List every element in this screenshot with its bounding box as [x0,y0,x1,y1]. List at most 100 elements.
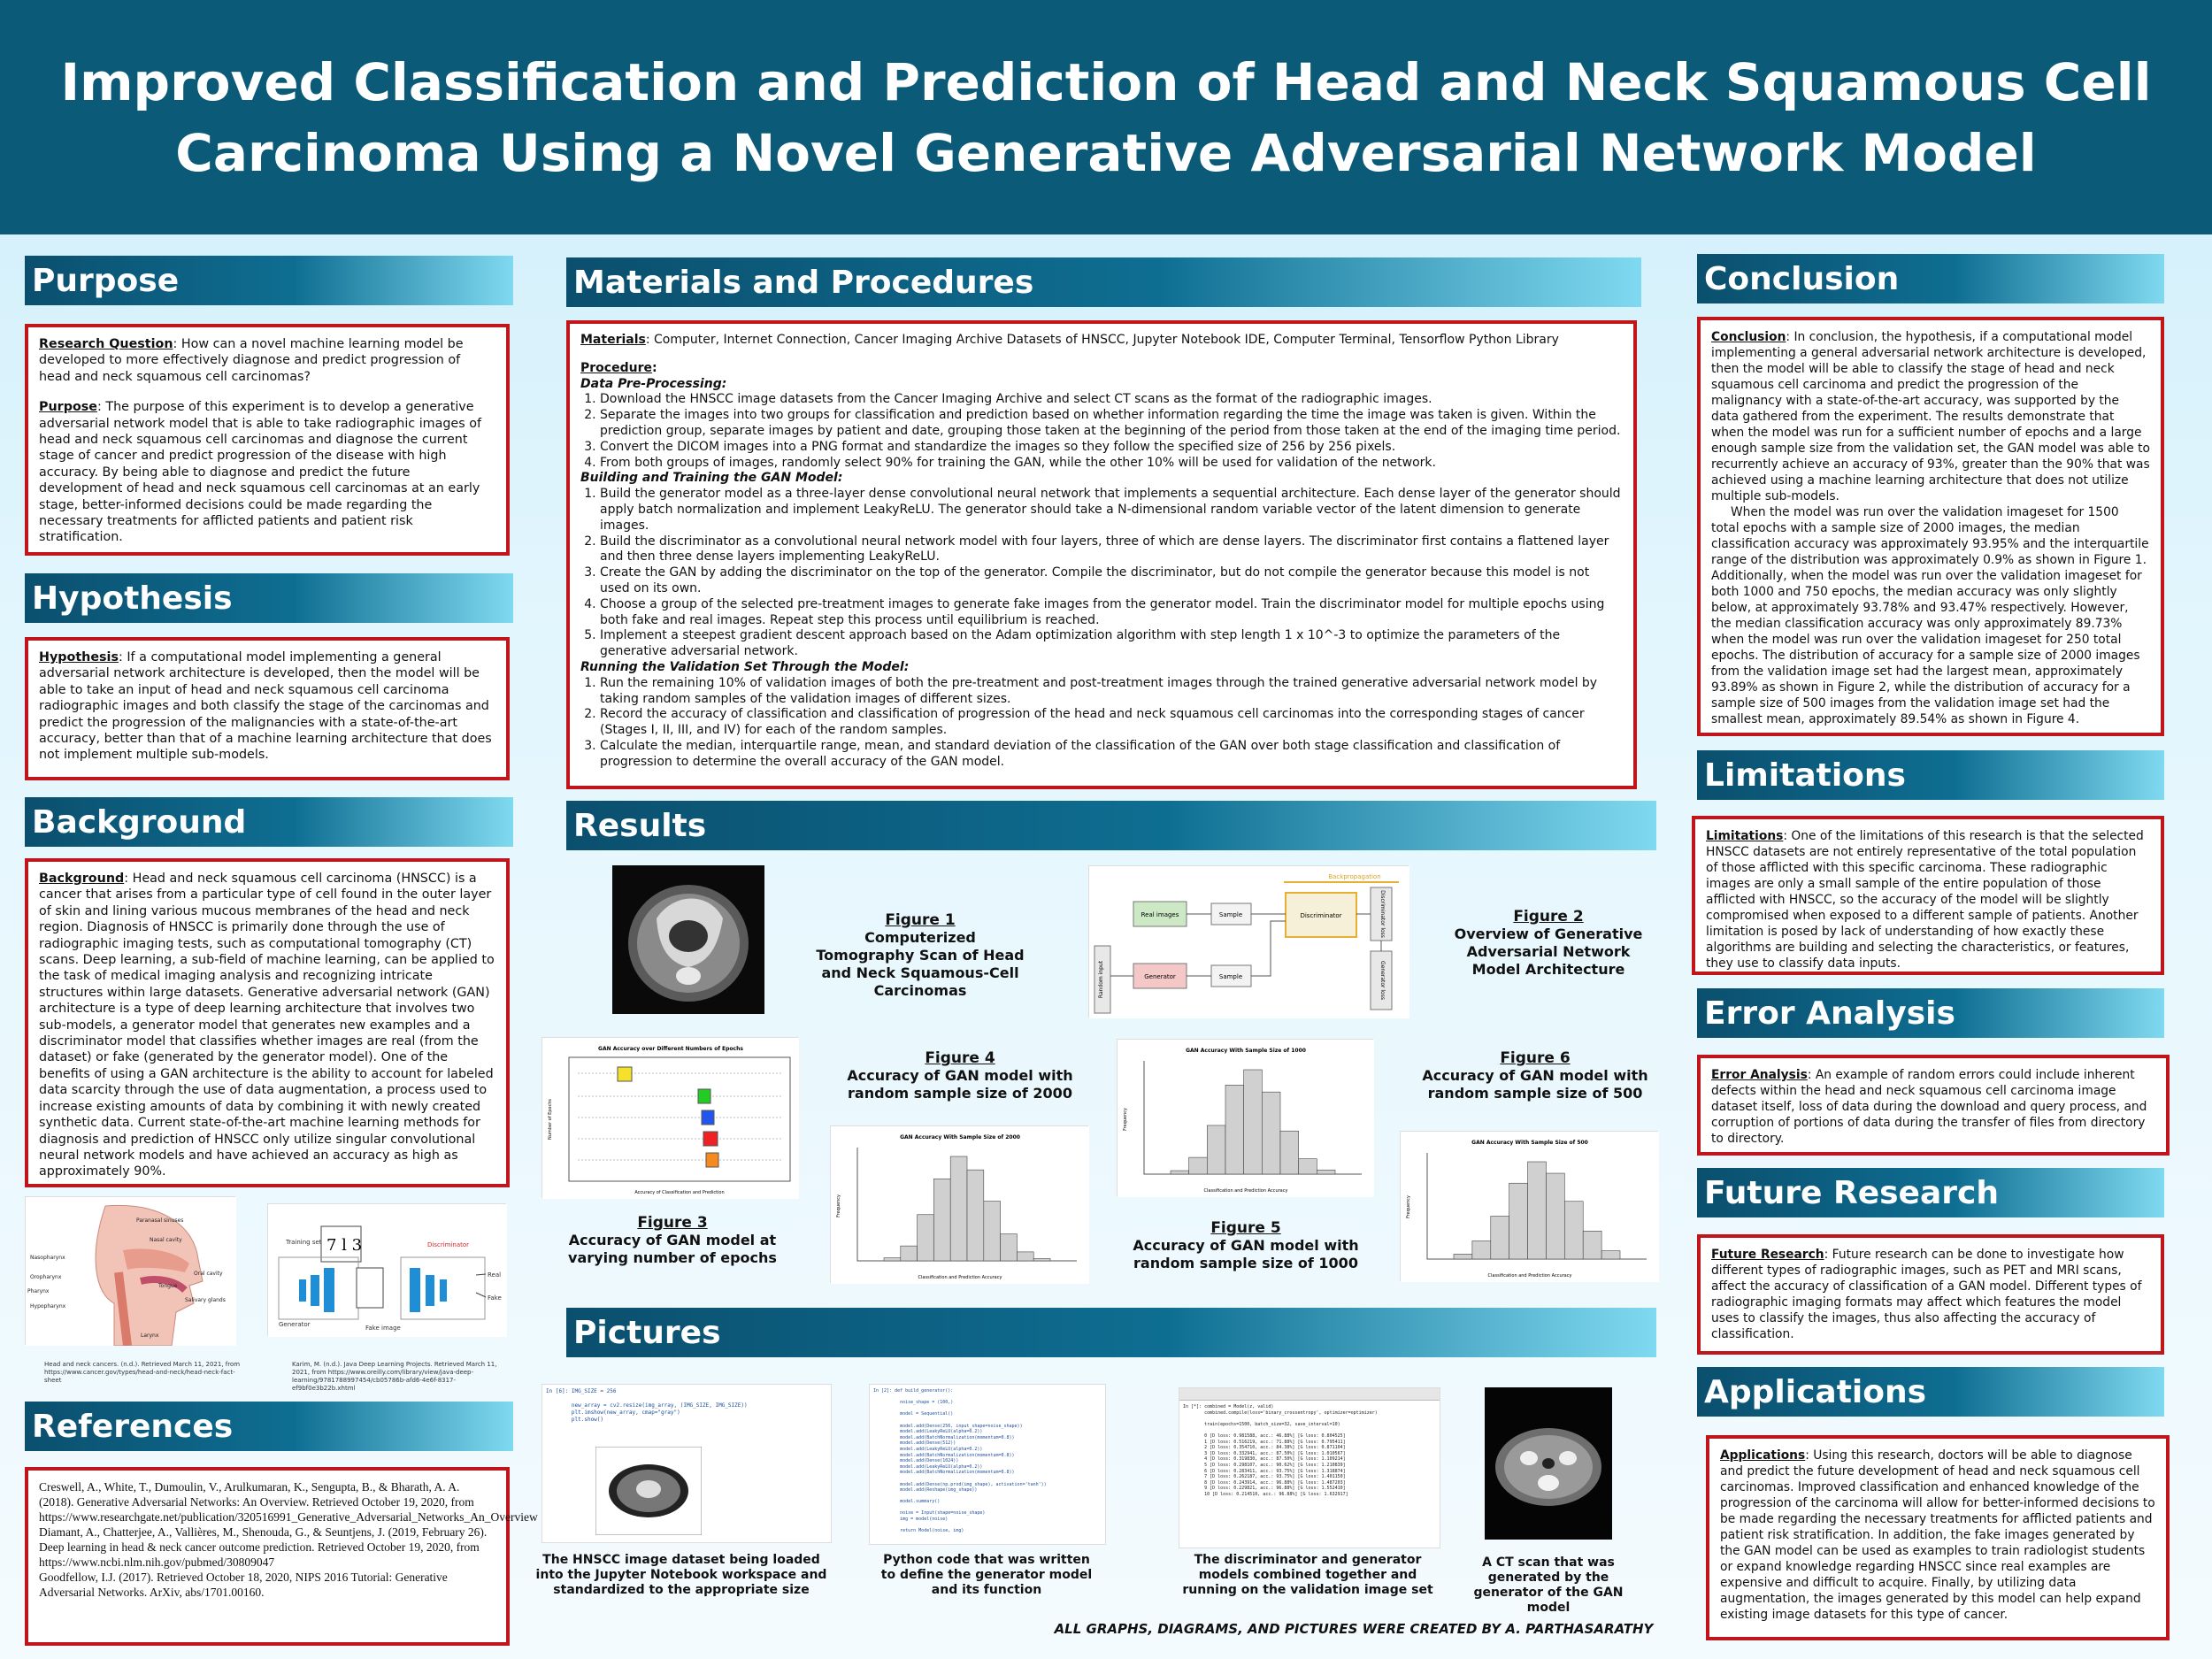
histogram-bar [1490,1216,1509,1260]
gan-label: Fake [488,1294,502,1302]
section-header-future-research: Future Research [1697,1168,2164,1217]
histogram-bar [917,1214,934,1262]
histogram-bar [966,1169,985,1262]
figure-3-text: Accuracy of GAN model at varying number … [568,1232,777,1266]
figure-1-ct-scan [612,865,764,1014]
histogram-bar [1017,1251,1034,1262]
section-header-conclusion: Conclusion [1697,254,2164,303]
figure-2-text: Overview of Generative Adversarial Netwo… [1454,926,1643,978]
section-header-materials: Materials and Procedures [566,257,1641,307]
picture-1-caption: The HNSCC image dataset being loaded int… [535,1553,827,1597]
subheading-building: Building and Training the GAN Model: [580,471,843,486]
histogram-bar [983,1201,1001,1262]
figure-6-caption: Figure 6 Accuracy of GAN model with rand… [1420,1049,1650,1102]
procedure-label: Procedure [580,360,652,375]
histogram-bar [1243,1069,1263,1175]
figure-4-caption: Figure 4 Accuracy of GAN model with rand… [845,1049,1075,1102]
footer-credit: ALL GRAPHS, DIAGRAMS, AND PICTURES WERE … [1054,1621,1654,1637]
limitations-label: Limitations [1706,829,1784,843]
histogram-bar [1000,1233,1018,1262]
figure-5-caption: Figure 5 Accuracy of GAN model with rand… [1131,1219,1361,1272]
materials-procedures-box: Materials: Computer, Internet Connection… [566,320,1637,789]
histogram-bar [949,1156,968,1262]
figure-3-number: Figure 3 [637,1214,708,1232]
section-header-results: Results [566,801,1656,850]
figure-1-text: Computerized Tomography Scan of Head and… [816,929,1025,999]
gan-label: Fake image [365,1325,401,1332]
section-header-pictures: Pictures [566,1308,1656,1357]
procedure-step: From both groups of images, randomly sel… [600,456,1623,472]
figure-5-text: Accuracy of GAN model with random sample… [1133,1237,1359,1271]
procedure-step: Create the GAN by adding the discriminat… [600,565,1623,597]
error-analysis-label: Error Analysis [1711,1068,1808,1082]
materials-label: Materials [580,333,646,347]
conclusion-label: Conclusion [1711,330,1786,344]
picture-3-code: In [*]: combined = Model(z, valid) combi… [1183,1404,1378,1497]
figure-3-ylabel: Number of Epochs [548,1099,553,1140]
figure-4-text: Accuracy of GAN model with random sample… [847,1067,1073,1102]
histogram-bar [1564,1201,1584,1260]
anatomy-label: Tongue [157,1283,178,1289]
section-header-background: Background [25,797,513,847]
limitations-box: Limitations: One of the limitations of t… [1692,816,2164,975]
background-box: Background: Head and neck squamous cell … [25,858,510,1187]
section-header-error-analysis: Error Analysis [1697,988,2164,1038]
histogram-bar [1262,1091,1281,1175]
gan-label: Discriminator [427,1241,469,1248]
future-research-box: Future Research: Future research can be … [1697,1234,2164,1355]
figure-5-number: Figure 5 [1210,1219,1281,1237]
diagram-label-sample-2: Sample [1219,973,1242,980]
figure-5-xlabel: Classification and Prediction Accuracy [1204,1188,1288,1194]
figure-6-text: Accuracy of GAN model with random sample… [1422,1067,1648,1102]
histogram-bar [1279,1130,1299,1175]
figure-5-histogram: GAN Accuracy With Sample Size of 1000 Cl… [1117,1039,1374,1197]
figure-1-number: Figure 1 [885,911,956,929]
applications-box: Applications: Using this research, docto… [1706,1435,2170,1640]
gan-label: Generator [279,1321,311,1328]
svg-text:7 l 3: 7 l 3 [326,1236,362,1255]
hypothesis-text: : If a computational model implementing … [39,650,492,763]
histogram-bar [1601,1250,1621,1260]
subheading-preprocessing: Data Pre-Processing: [580,376,727,391]
procedure-step: Implement a steepest gradient descent ap… [600,628,1623,660]
figure-2-number: Figure 2 [1513,908,1584,926]
anatomy-label: Larynx [141,1333,159,1339]
anatomy-label: Oropharynx [30,1274,62,1280]
purpose-text: : The purpose of this experiment is to d… [39,400,482,545]
research-question-label: Research Question [39,337,173,351]
diagram-label-sample: Sample [1219,911,1242,918]
histogram-bar [1298,1158,1317,1175]
figure-6-number: Figure 6 [1500,1049,1571,1067]
background-text: : Head and neck squamous cell carcinoma … [39,872,495,1179]
gan-concept-figure: Training set Discriminator Real Fake Gen… [267,1203,507,1337]
reference-item: Creswell, A., White, T., Dumoulin, V., A… [39,1480,538,1524]
histogram-bar [1033,1258,1051,1262]
figure-3-xlabel: Accuracy of Classification and Predictio… [634,1190,724,1195]
anatomy-label: Oral cavity [194,1271,223,1277]
research-question-text: : How can a novel machine learning model… [39,337,464,384]
anatomy-label: Salivary glands [185,1297,226,1303]
section-header-hypothesis: Hypothesis [25,573,513,623]
conclusion-text-2: When the model was run over the validati… [1711,505,2149,726]
diagram-label-random: Random input [1098,960,1104,998]
procedure-step: Calculate the median, interquartile rang… [600,739,1623,771]
histogram-bar [1509,1182,1528,1260]
figure-4-histogram: GAN Accuracy With Sample Size of 2000 Cl… [830,1125,1089,1284]
applications-label: Applications [1720,1448,1806,1463]
hypothesis-label: Hypothesis [39,650,119,664]
conclusion-box: Conclusion: In conclusion, the hypothesi… [1697,317,2164,736]
figure-6-histogram: GAN Accuracy With Sample Size of 500 Cla… [1400,1131,1659,1282]
figure-4-title: GAN Accuracy With Sample Size of 2000 [900,1134,1020,1141]
picture-1-code: In [6]: IMG_SIZE = 256 new_array = cv2.r… [546,1388,748,1423]
section-header-references: References [25,1402,513,1451]
diagram-label-disc-loss: Discriminator loss [1379,890,1386,938]
head-neck-anatomy-figure: Paranasal sinuses Nasal cavity Nasophary… [25,1196,236,1347]
error-analysis-text: : An example of random errors could incl… [1711,1068,2147,1146]
procedure-step: Build the discriminator as a convolution… [600,534,1623,566]
diagram-label-generator: Generator [1144,973,1176,980]
anatomy-label: Nasal cavity [150,1237,182,1243]
anatomy-label: Hypopharynx [30,1303,66,1310]
diagram-label-backprop: Backpropagation [1328,873,1380,880]
picture-2-caption: Python code that was written to define t… [880,1553,1093,1597]
figure-2-caption: Figure 2 Overview of Generative Adversar… [1442,908,1655,979]
